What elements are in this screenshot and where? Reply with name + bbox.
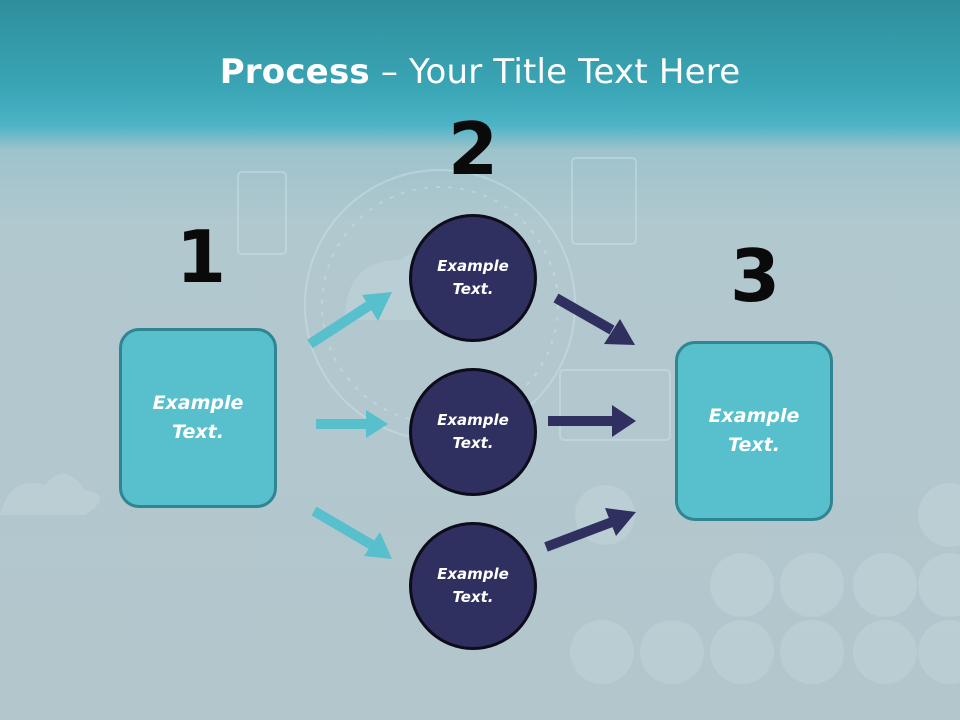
bg-tablet-icon: [571, 157, 637, 245]
process-circle-top-label: Example Text.: [437, 257, 509, 298]
bg-icon-circle: [918, 620, 960, 684]
bg-icon-circle: [710, 620, 774, 684]
step-number-3: 3: [730, 234, 781, 318]
end-box-label: Example Text.: [708, 405, 800, 456]
bg-icon-circle: [640, 620, 704, 684]
step-number-2: 2: [448, 107, 499, 191]
bg-icon-circle: [780, 620, 844, 684]
title-rest: – Your Title Text Here: [369, 52, 741, 92]
bg-icon-circle: [710, 553, 774, 617]
end-box: Example Text.: [675, 341, 833, 521]
step-number-1: 1: [176, 215, 227, 299]
bg-monitor-icon: [559, 369, 671, 441]
slide-title: Process – Your Title Text Here: [0, 52, 960, 92]
process-circle-middle: Example Text.: [409, 368, 537, 496]
bg-icon-circle: [570, 620, 634, 684]
start-box: Example Text.: [119, 328, 277, 508]
process-circle-middle-label: Example Text.: [437, 411, 509, 452]
bg-icon-circle: [918, 553, 960, 617]
bg-cloud-left: [0, 473, 100, 515]
bg-phone-icon: [237, 171, 287, 255]
process-circle-top: Example Text.: [409, 214, 537, 342]
title-bold: Process: [219, 52, 370, 92]
bg-icon-circle: [780, 553, 844, 617]
start-box-label: Example Text.: [152, 392, 244, 443]
bg-icon-circle: [853, 553, 917, 617]
bg-icon-circle: [575, 485, 635, 545]
process-circle-bottom: Example Text.: [409, 522, 537, 650]
bg-icon-circle: [853, 620, 917, 684]
bg-icon-circle: [918, 483, 960, 547]
process-circle-bottom-label: Example Text.: [437, 565, 509, 606]
